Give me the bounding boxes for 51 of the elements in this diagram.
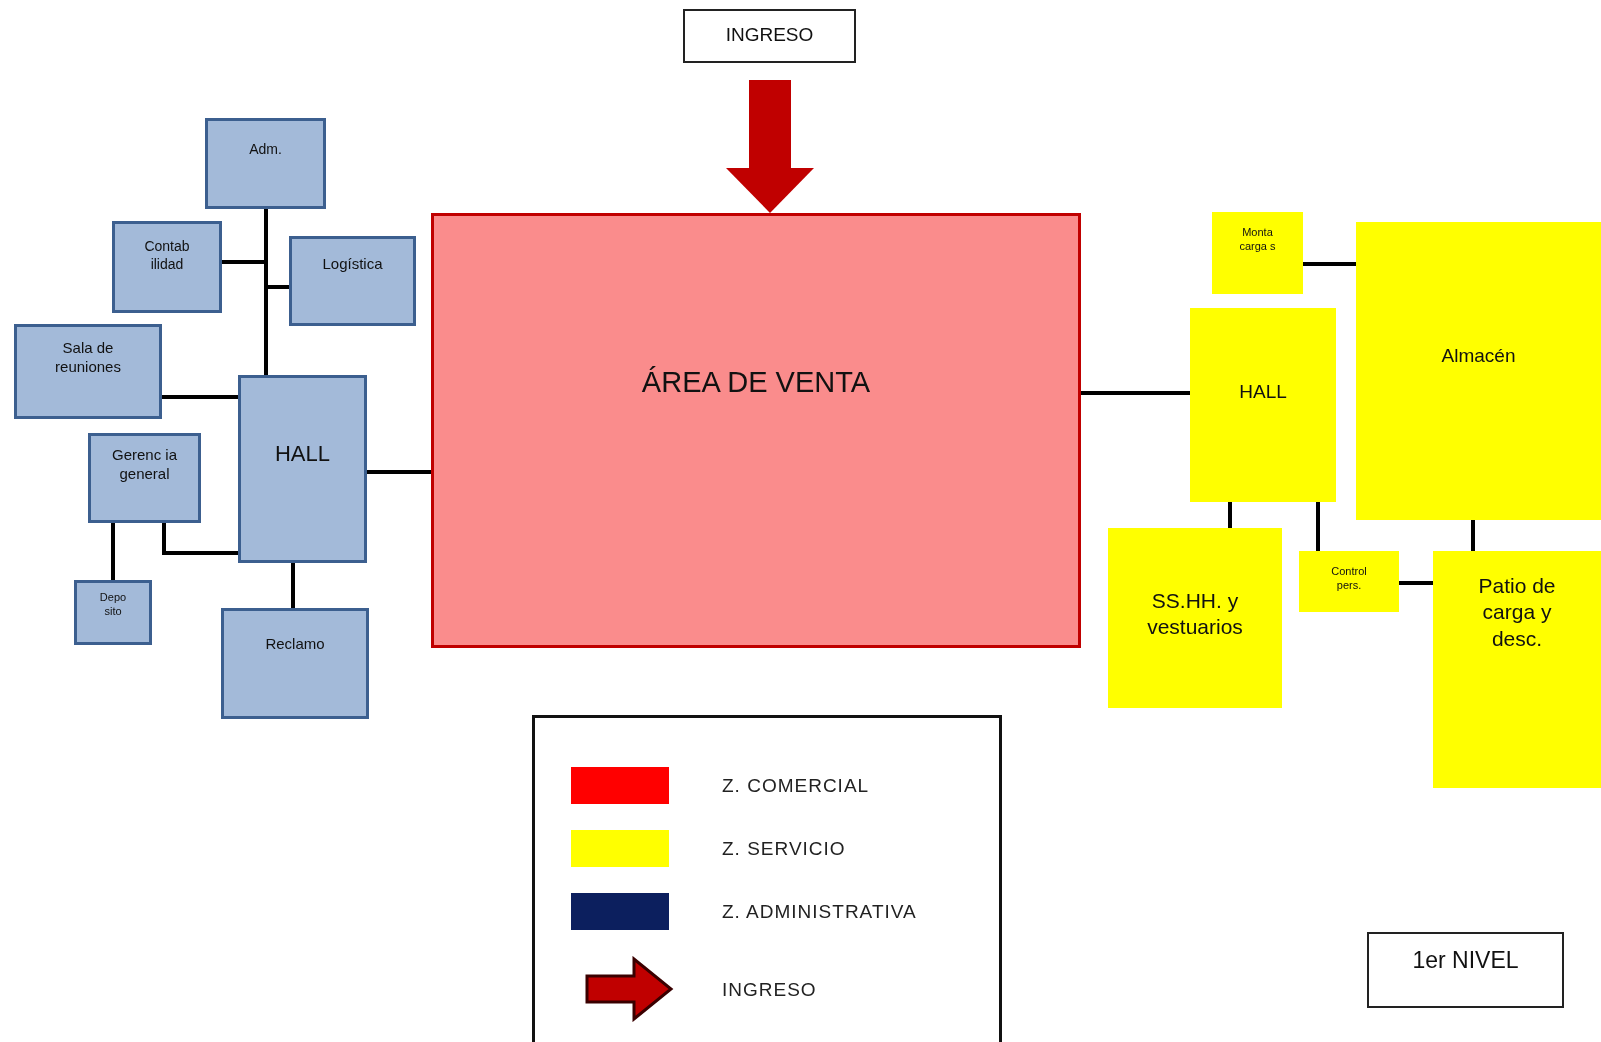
level-label-box xyxy=(1367,932,1564,1008)
room-box xyxy=(74,580,152,645)
connector-line xyxy=(264,285,289,375)
room-label: INGRESO xyxy=(725,23,814,47)
room-box xyxy=(88,433,201,523)
entrance-arrow xyxy=(726,80,814,213)
entrance-label-box xyxy=(683,9,856,63)
room-box xyxy=(205,118,326,209)
legend-label: Z. COMERCIAL xyxy=(722,775,870,797)
room-box xyxy=(1433,551,1601,788)
room-label: Sala de reuniones xyxy=(54,339,122,377)
room-label: ÁREA DE VENTA xyxy=(641,365,871,400)
room-label: Contab ilidad xyxy=(143,238,191,273)
room-label: Monta carga s xyxy=(1238,226,1277,254)
connector-line xyxy=(291,563,295,608)
room-box xyxy=(14,324,162,419)
room-box xyxy=(1108,528,1282,708)
room-box xyxy=(289,236,416,326)
room-label: HALL xyxy=(274,440,330,468)
sales-area-box xyxy=(431,213,1081,648)
legend-label: Z. SERVICIO xyxy=(722,838,846,860)
room-label: Reclamo xyxy=(265,635,325,654)
room-label: Patio de carga y desc. xyxy=(1477,573,1557,652)
room-label: Depo sito xyxy=(98,591,128,619)
room-label: Control pers. xyxy=(1330,565,1368,593)
room-box xyxy=(1356,222,1601,520)
connector-line xyxy=(1303,262,1356,266)
legend-label: INGRESO xyxy=(722,979,817,1001)
connector-line xyxy=(1081,391,1190,395)
room-label: HALL xyxy=(1239,380,1287,404)
room-label: Almacén xyxy=(1441,344,1516,368)
room-label: Gerenc ia general xyxy=(110,446,178,484)
room-label: Logística xyxy=(322,255,383,274)
connector-line xyxy=(367,470,431,474)
room-label: SS.HH. y vestuarios xyxy=(1146,588,1244,641)
legend-label: Z. ADMINISTRATIVA xyxy=(722,901,917,923)
connector-line xyxy=(1316,502,1320,551)
connector-line xyxy=(1399,581,1433,585)
room-box xyxy=(1212,212,1303,294)
room-box xyxy=(221,608,369,719)
connector-line xyxy=(111,523,115,580)
room-label: Adm. xyxy=(249,141,282,159)
connector-line xyxy=(1228,502,1232,528)
hall-box xyxy=(238,375,367,563)
connector-line xyxy=(1471,520,1475,551)
connector-line xyxy=(162,395,238,399)
hall-box xyxy=(1190,308,1336,502)
room-label: 1er NIVEL xyxy=(1412,946,1519,975)
room-box xyxy=(1299,551,1399,612)
room-box xyxy=(112,221,222,313)
connector-line xyxy=(162,523,238,555)
